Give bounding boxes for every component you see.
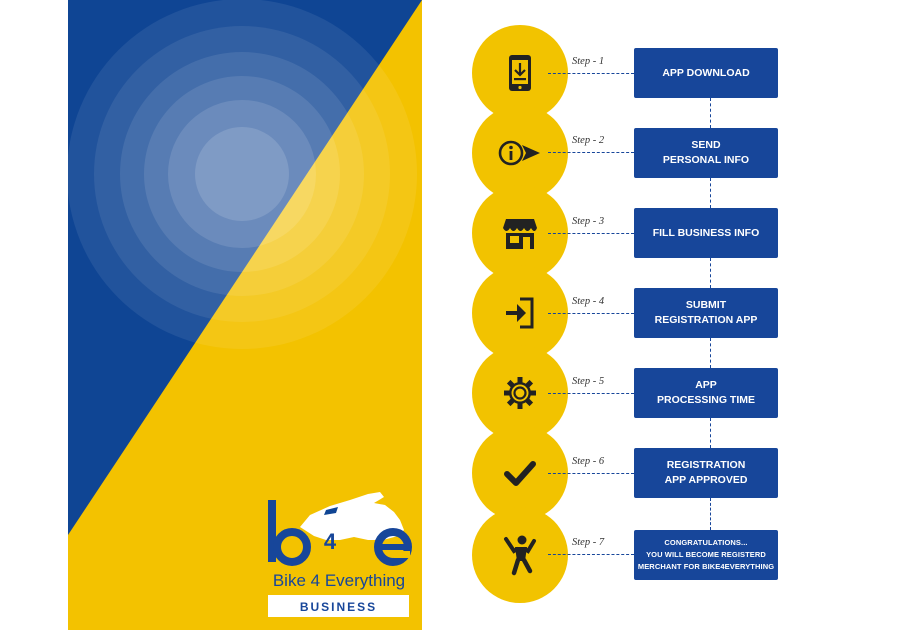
smartphone-download-icon — [509, 55, 531, 91]
connector-vertical — [710, 258, 711, 288]
step-text-line: YOU WILL BECOME REGISTERD — [646, 550, 766, 559]
step-2-box: SEND PERSONAL INFO — [634, 128, 778, 178]
gear-icon — [504, 377, 536, 409]
step-2-label: Step - 2 — [572, 135, 605, 146]
step-1-box: APP DOWNLOAD — [634, 48, 778, 98]
connector-horizontal — [548, 73, 634, 74]
step-text-line: PROCESSING TIME — [656, 394, 755, 406]
sign-in-arrow-icon — [506, 297, 534, 329]
step-6-label: Step - 6 — [572, 456, 605, 467]
storefront-icon — [503, 219, 537, 249]
step-5-label: Step - 5 — [572, 376, 605, 387]
brand-tagline-box — [268, 595, 409, 617]
step-7-box: CONGRATULATIONS... YOU WILL BECOME REGIS… — [634, 530, 778, 580]
brand-name: Bike 4 Everything — [273, 571, 405, 590]
step-7-label: Step - 7 — [572, 537, 605, 548]
step-text-line: MERCHANT FOR BIKE4EVERYTHING — [637, 562, 775, 571]
connector-horizontal — [548, 152, 634, 153]
celebrating-person-icon — [504, 535, 536, 576]
connector-vertical — [710, 418, 711, 448]
step-text-line: REGISTRATION — [666, 459, 746, 471]
connector-horizontal — [548, 473, 634, 474]
step-text-line: SUBMIT — [685, 299, 727, 311]
step-4-label: Step - 4 — [572, 296, 605, 307]
step-text-line: APP — [695, 379, 717, 391]
checkmark-icon — [504, 461, 536, 486]
step-4-box: SUBMIT REGISTRATION APP — [634, 288, 778, 338]
step-text-line: CONGRATULATIONS... — [664, 538, 748, 547]
brand-logo: 4 — [268, 492, 412, 566]
brand-tagline: BUSINESS — [300, 600, 377, 614]
connector-vertical — [710, 178, 711, 208]
step-text-line: REGISTRATION APP — [654, 314, 758, 326]
step-text-line: FILL BUSINESS INFO — [652, 226, 760, 239]
concentric-circles-graphic — [68, 0, 417, 349]
step-3-box: FILL BUSINESS INFO — [634, 208, 778, 258]
connector-vertical — [710, 98, 711, 128]
step-text-line: PERSONAL INFO — [662, 154, 750, 166]
banner-graphic: 4 Bike 4 Everything BUSINESS — [68, 0, 422, 630]
info-send-icon — [498, 140, 540, 166]
step-text-line: SEND — [691, 139, 721, 151]
connector-horizontal — [548, 554, 634, 555]
svg-text:4: 4 — [324, 529, 337, 554]
step-text-line: APP DOWNLOAD — [662, 66, 750, 79]
step-1-label: Step - 1 — [572, 56, 605, 67]
connector-horizontal — [548, 233, 634, 234]
step-6-box: REGISTRATION APP APPROVED — [634, 448, 778, 498]
step-5-box: APP PROCESSING TIME — [634, 368, 778, 418]
step-text-line: APP APPROVED — [664, 474, 748, 486]
connector-vertical — [710, 338, 711, 368]
connector-horizontal — [548, 393, 634, 394]
step-7-icon-circle — [472, 507, 568, 603]
connector-vertical — [710, 498, 711, 530]
connector-horizontal — [548, 313, 634, 314]
step-3-label: Step - 3 — [572, 216, 605, 227]
